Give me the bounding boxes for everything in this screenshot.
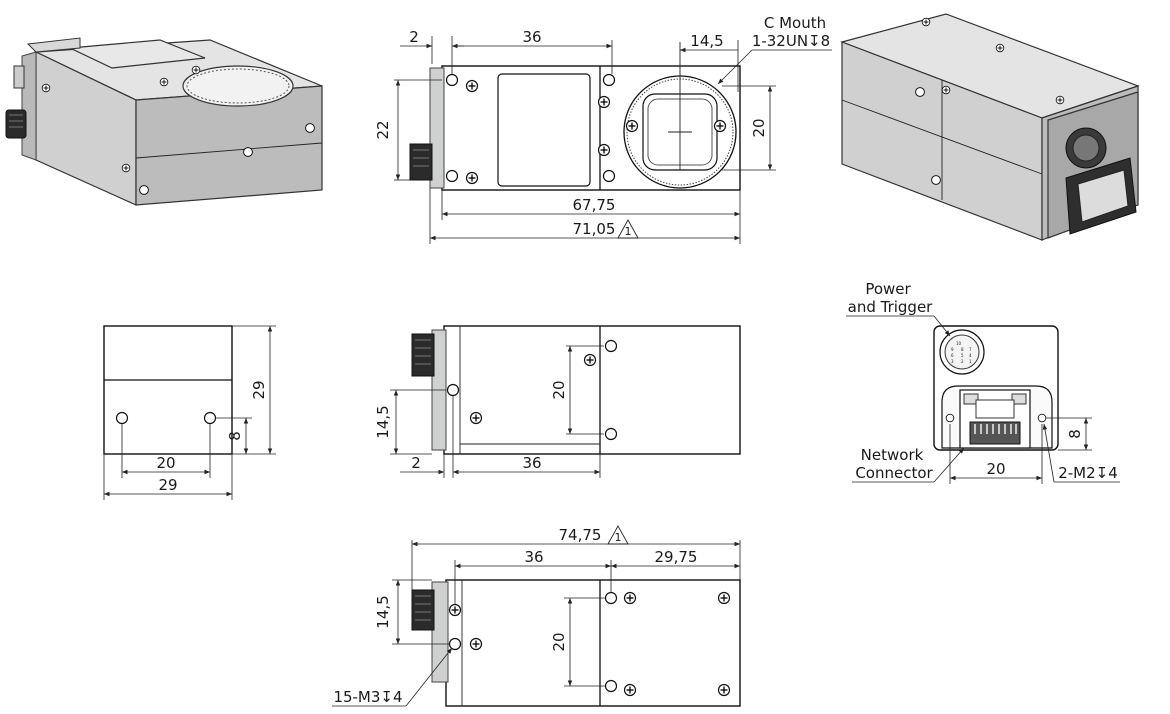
revision-mark-front: 1 xyxy=(625,225,632,238)
rear-dim-hole-height: 8 xyxy=(1066,429,1084,439)
revision-mark-bottom: 1 xyxy=(615,531,622,544)
svg-text:6: 6 xyxy=(951,353,954,358)
rear-holes-label: 2-M2↧4 xyxy=(1058,464,1118,482)
bottom-dim-body-offset: 36 xyxy=(524,548,543,566)
bottom-view xyxy=(411,579,741,707)
svg-text:5: 5 xyxy=(961,353,964,358)
end-dim-height: 29 xyxy=(250,380,268,399)
end-view-dimensions: 29 8 20 29 xyxy=(103,325,276,500)
svg-text:10: 10 xyxy=(956,341,962,346)
rear-dim-hole-spacing: 20 xyxy=(986,460,1005,478)
front-view-dimensions: 2 36 14,5 C Mouth 1-32UN↧8 22 20 67,75 7… xyxy=(374,14,832,244)
side-dim-flange: 2 xyxy=(411,454,421,472)
bottom-dim-offset: 14,5 xyxy=(374,595,392,628)
network-label-line2: Connector xyxy=(855,464,933,482)
side-dim-offset: 14,5 xyxy=(374,405,392,438)
end-dim-hole-spacing: 20 xyxy=(156,454,175,472)
lens-mount-thread: 1-32UN↧8 xyxy=(752,32,830,50)
dim-height-20: 20 xyxy=(750,118,768,137)
power-label-line1: Power xyxy=(865,280,911,298)
rear-view: 10 9 8 7 6 5 4 3 2 1 xyxy=(933,325,1059,451)
dim-flange-2: 2 xyxy=(409,28,419,46)
network-label-line1: Network xyxy=(861,446,924,464)
lens-mount-name: C Mouth xyxy=(764,14,826,32)
end-view xyxy=(103,325,233,455)
bottom-dim-length-total: 74,75 xyxy=(559,526,602,544)
bottom-holes-label: 15-M3↧4 xyxy=(333,688,402,706)
svg-text:3: 3 xyxy=(951,359,954,364)
end-dim-width: 29 xyxy=(158,476,177,494)
side-view xyxy=(411,325,741,455)
dim-lens-offset: 14,5 xyxy=(690,32,723,50)
power-connector-pins: 10 9 8 7 6 5 4 3 2 1 xyxy=(951,341,972,364)
bottom-dim-rear-offset: 29,75 xyxy=(655,548,698,566)
iso-view-front xyxy=(5,37,323,206)
svg-text:4: 4 xyxy=(969,353,972,358)
dim-height-22: 22 xyxy=(374,120,392,139)
svg-text:8: 8 xyxy=(961,347,964,352)
svg-text:7: 7 xyxy=(969,347,972,352)
svg-text:1: 1 xyxy=(969,359,972,364)
dim-body-offset-36: 36 xyxy=(522,28,541,46)
side-dim-body-offset: 36 xyxy=(522,454,541,472)
bottom-view-dimensions: 74,75 1 36 29,75 14,5 20 15-M3↧4 xyxy=(332,525,741,707)
end-dim-hole-height: 8 xyxy=(226,431,244,441)
power-label-line2: and Trigger xyxy=(848,298,934,316)
svg-text:2: 2 xyxy=(961,359,964,364)
iso-view-rear xyxy=(840,13,1140,241)
side-dim-hole-spacing: 20 xyxy=(550,380,568,399)
svg-text:9: 9 xyxy=(951,347,954,352)
front-view xyxy=(409,42,741,191)
dim-length-total: 71,05 xyxy=(573,220,616,238)
dim-length-body: 67,75 xyxy=(573,196,616,214)
bottom-dim-hole-spacing: 20 xyxy=(550,632,568,651)
side-view-dimensions: 20 14,5 2 36 xyxy=(374,345,604,478)
rear-view-annotations: Power and Trigger Network Connector 20 8… xyxy=(846,280,1120,484)
